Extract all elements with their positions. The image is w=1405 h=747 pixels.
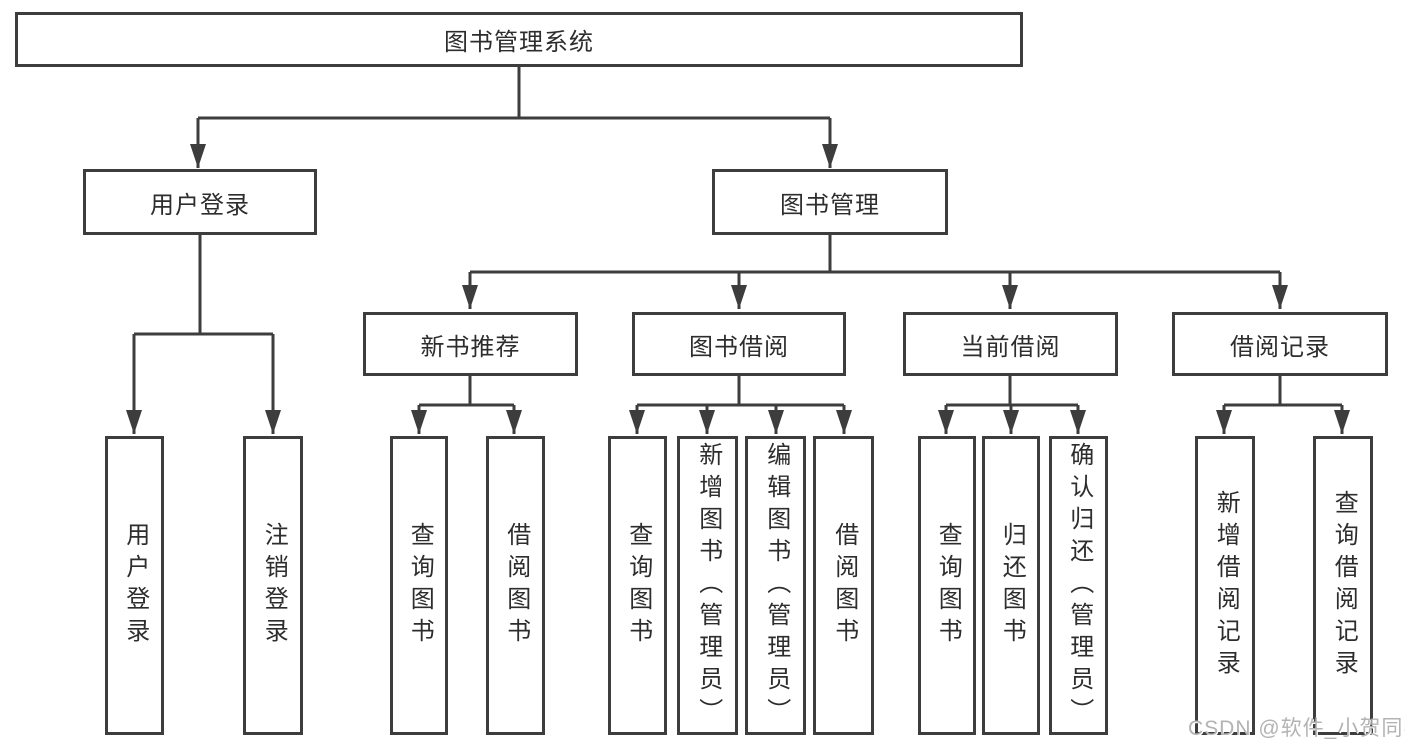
leaf-borrow-books-recommend-label: 借阅图书 [502, 521, 530, 650]
node-book-management: 图书管理 [712, 169, 948, 235]
node-book-borrowing: 图书借阅 [632, 312, 846, 376]
leaf-confirm-return-admin: 确认归还（管理员） [1049, 436, 1108, 735]
leaf-query-books-current: 查询图书 [918, 436, 976, 735]
node-current-borrowing: 当前借阅 [903, 312, 1118, 376]
leaf-query-books-recommend: 查询图书 [390, 436, 448, 735]
leaf-return-books-label: 归还图书 [998, 521, 1026, 650]
leaf-return-books: 归还图书 [982, 436, 1040, 735]
leaf-query-books-recommend-label: 查询图书 [406, 521, 434, 650]
leaf-confirm-return-admin-label: 确认归还（管理员） [1065, 441, 1093, 730]
leaf-user-login-label: 用户登录 [121, 521, 149, 650]
leaf-add-books-admin: 新增图书（管理员） [677, 436, 738, 735]
leaf-add-borrow-record: 新增借阅记录 [1195, 436, 1255, 735]
leaf-logout: 注销登录 [243, 436, 303, 735]
leaf-edit-books-admin-label: 编辑图书（管理员） [762, 441, 790, 730]
node-new-book-recommend: 新书推荐 [363, 312, 578, 376]
node-borrowing-records: 借阅记录 [1172, 312, 1388, 376]
leaf-user-login: 用户登录 [105, 436, 164, 735]
node-library-management-system: 图书管理系统 [15, 12, 1023, 67]
leaf-edit-books-admin: 编辑图书（管理员） [745, 436, 806, 735]
leaf-logout-label: 注销登录 [260, 521, 288, 650]
leaf-borrow-books: 借阅图书 [813, 436, 874, 735]
node-user-login: 用户登录 [83, 169, 317, 235]
leaf-borrow-books-recommend: 借阅图书 [486, 436, 545, 735]
leaf-query-books-current-label: 查询图书 [934, 521, 962, 650]
leaf-query-borrow-record: 查询借阅记录 [1313, 436, 1373, 735]
leaf-add-borrow-record-label: 新增借阅记录 [1212, 489, 1240, 682]
leaf-borrow-books-label: 借阅图书 [830, 521, 858, 650]
leaf-query-books-borrowing: 查询图书 [608, 436, 667, 735]
leaf-add-books-admin-label: 新增图书（管理员） [694, 441, 722, 730]
leaf-query-borrow-record-label: 查询借阅记录 [1330, 489, 1358, 682]
csdn-watermark: CSDN @软件_小贺同学 [1188, 717, 1405, 740]
leaf-query-books-borrowing-label: 查询图书 [624, 521, 652, 650]
